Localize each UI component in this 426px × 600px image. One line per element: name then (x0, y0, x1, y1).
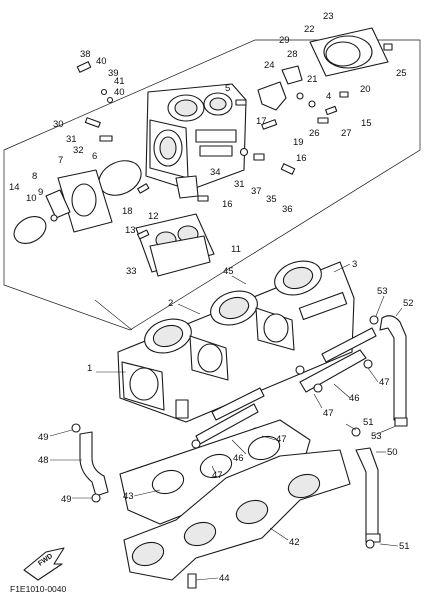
callout: 22 (304, 24, 315, 35)
callout: 32 (73, 145, 84, 156)
callout: 47 (212, 470, 223, 481)
diaphragm-cover (309, 27, 389, 77)
callout: 13 (125, 225, 136, 236)
callout: 16 (222, 199, 233, 210)
callout: 18 (122, 206, 133, 217)
upper-carburetor-body (145, 83, 247, 199)
callout: 15 (361, 118, 372, 129)
callout: 10 (26, 193, 37, 204)
callout: 42 (289, 537, 300, 548)
callout: 48 (38, 455, 49, 466)
callout: 46 (349, 393, 360, 404)
callout: 41 (114, 76, 125, 87)
callout: 24 (264, 60, 275, 71)
callout: 46 (233, 453, 244, 464)
callout: 31 (234, 179, 245, 190)
callout: 1 (87, 363, 92, 374)
callout: 7 (58, 155, 63, 166)
callout: 2 (168, 298, 173, 309)
callout: 4 (326, 91, 331, 102)
callout: 40 (96, 56, 107, 67)
callout: 6 (92, 151, 97, 162)
callout: 25 (396, 68, 407, 79)
callout: 16 (296, 153, 307, 164)
callout: 44 (219, 573, 230, 584)
callout: 23 (323, 11, 334, 22)
callout: 51 (399, 541, 410, 552)
callout: 53 (371, 431, 382, 442)
callout: 47 (323, 408, 334, 419)
callout: 3 (352, 259, 357, 270)
callout: 49 (61, 494, 72, 505)
callout: 8 (32, 171, 37, 182)
callout: 9 (38, 187, 43, 198)
fwd-arrow: FWD (23, 547, 65, 581)
callout: 45 (223, 266, 234, 277)
callout: 30 (53, 119, 64, 130)
subassembly-pointer (94, 299, 133, 331)
callout: 26 (309, 128, 320, 139)
intake-manifold (123, 449, 351, 589)
callout: 33 (126, 266, 137, 277)
callout: 19 (293, 137, 304, 148)
callout: 29 (279, 35, 290, 46)
callout: 28 (287, 49, 298, 60)
figure-caption: F1E1010-0040 (10, 584, 67, 594)
callout: 5 (225, 83, 230, 94)
callout: 12 (148, 211, 159, 222)
callout: 50 (387, 447, 398, 458)
callout: 51 (363, 417, 374, 428)
callout: 47 (276, 434, 287, 445)
hoses (79, 315, 408, 543)
subassembly-frame (3, 39, 421, 331)
leader-lines (49, 263, 403, 581)
callout: 49 (38, 432, 49, 443)
carburetor-bank (117, 260, 355, 423)
callout: 11 (231, 244, 241, 255)
bracket (257, 81, 287, 111)
callout: 31 (66, 134, 77, 145)
callout: 40 (114, 87, 125, 98)
callout: 34 (210, 167, 221, 178)
callout: 14 (9, 182, 20, 193)
upper-fasteners (50, 43, 393, 240)
callout: 53 (377, 286, 388, 297)
callout: 43 (123, 491, 134, 502)
callout: 35 (266, 194, 277, 205)
callout: 36 (282, 204, 293, 215)
callout: 21 (307, 74, 318, 85)
gasket-plate (135, 213, 215, 277)
callout: 52 (403, 298, 414, 309)
callout: 37 (251, 186, 262, 197)
cover-assembly (13, 160, 142, 244)
callout: 27 (341, 128, 352, 139)
callouts: 1 2 3 4 5 6 7 8 9 10 11 12 13 14 15 16 1… (9, 11, 414, 584)
callout: 39 (108, 68, 119, 79)
small-block (281, 65, 303, 85)
callout: 20 (360, 84, 371, 95)
callout: 17 (256, 116, 267, 127)
callout: 47 (379, 377, 390, 388)
callout: 38 (80, 49, 91, 60)
